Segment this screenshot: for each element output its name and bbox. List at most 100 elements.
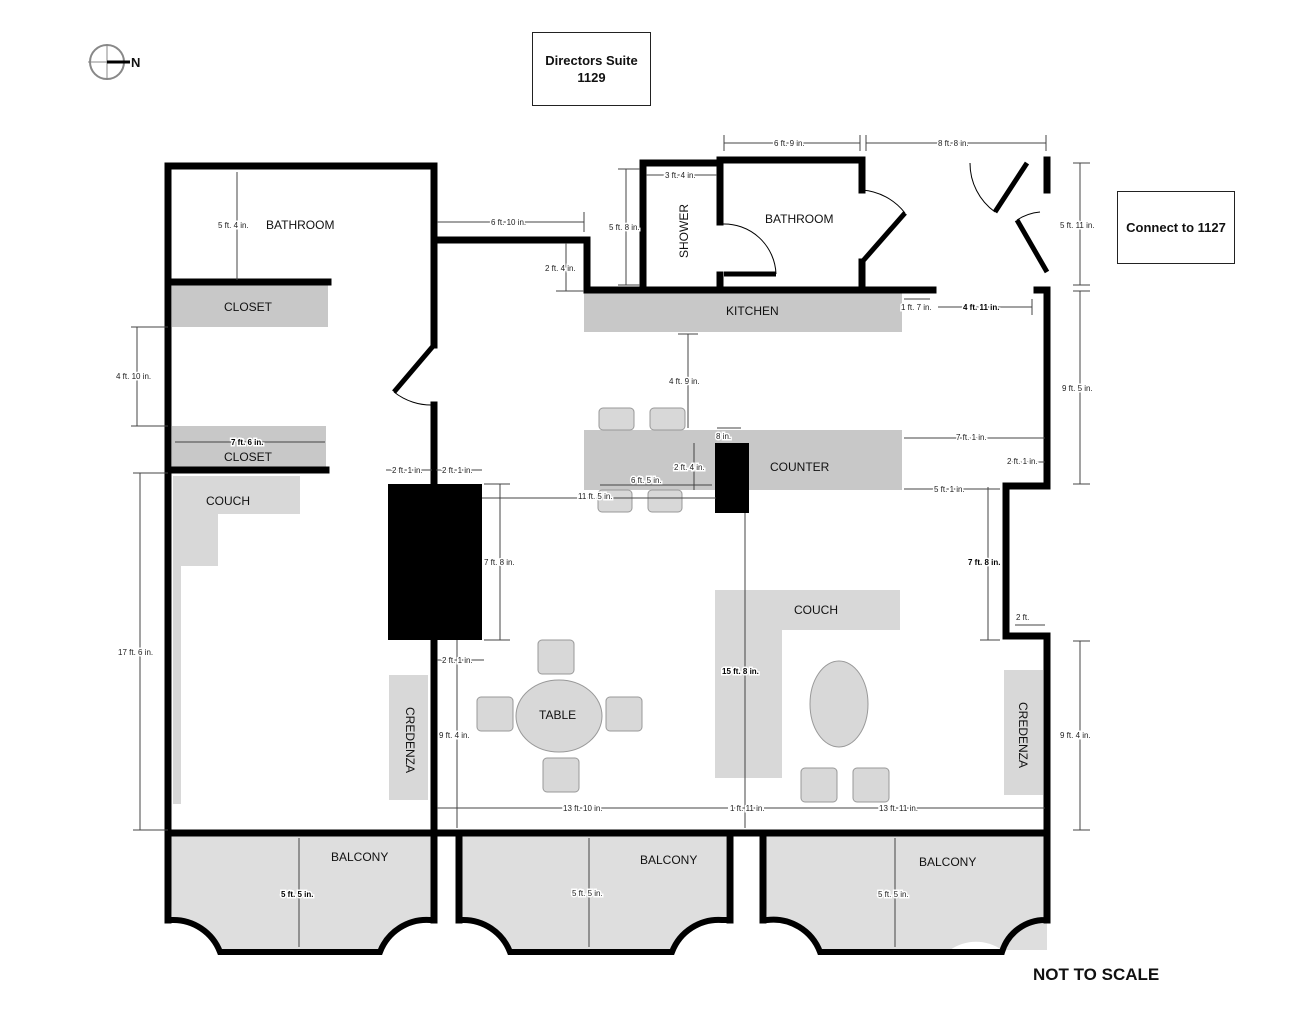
credenza-right-shape	[1004, 670, 1043, 795]
dim-label: 9 ft. 4 in.	[1060, 731, 1091, 740]
wall-hall	[430, 236, 591, 294]
chair	[605, 696, 643, 732]
wall-outer-left	[164, 162, 438, 924]
dim-label: 5 ft. 1 in.	[934, 485, 965, 494]
compass-north-label: N	[131, 55, 141, 70]
label-couch-left: COUCH	[206, 494, 250, 508]
door-entry-right-swing	[1016, 211, 1041, 221]
dim-label: 6 ft. 10 in.	[491, 218, 526, 227]
balcony-outlines	[168, 835, 1050, 955]
label-balcony-3: BALCONY	[919, 855, 976, 869]
suite-title-box: Directors Suite 1129	[532, 32, 651, 106]
not-to-scale-note: NOT TO SCALE	[1033, 965, 1160, 984]
door-entry-right-leaf	[1014, 218, 1050, 274]
dim-label: 17 ft. 6 in.	[118, 648, 153, 657]
dim-label: 2 ft.	[1016, 613, 1029, 622]
dim-label: 4 ft. 11 in.	[963, 303, 999, 312]
pillars	[388, 443, 749, 640]
balcony-2-outline	[459, 916, 730, 955]
stool	[647, 489, 683, 513]
balcony-floors	[170, 836, 1047, 950]
label-counter: COUNTER	[770, 460, 830, 474]
furniture	[173, 407, 1043, 804]
label-balcony-2: BALCONY	[640, 853, 697, 867]
closet-top-shape	[172, 285, 328, 327]
label-closet-top: CLOSET	[224, 300, 273, 314]
dim-label: 13 ft. 11 in.	[879, 804, 918, 813]
chair	[542, 757, 580, 793]
dim-label: 5 ft. 5 in.	[878, 890, 909, 899]
dim-label: 6 ft. 5 in.	[631, 476, 662, 485]
label-bathroom-left: BATHROOM	[266, 218, 334, 232]
wall-shower	[639, 159, 724, 294]
dimension-labels: 5 ft. 4 in. 4 ft. 10 in. 7 ft. 6 in. 17 …	[115, 138, 1097, 901]
room-labels: BATHROOM CLOSET CLOSET COUCH SHOWER BATH…	[206, 204, 1030, 869]
dim-label: 2 ft. 4 in.	[545, 264, 576, 273]
couch-left-side	[173, 476, 181, 804]
coffee-table-shape	[809, 660, 869, 748]
connect-box: Connect to 1127	[1117, 191, 1235, 264]
balcony-2-floor	[459, 836, 726, 950]
dim-label: 15 ft. 8 in.	[722, 667, 759, 676]
compass-icon	[88, 44, 130, 80]
dim-label: 9 ft. 5 in.	[1062, 384, 1093, 393]
dim-label: 7 ft. 8 in.	[968, 558, 1000, 567]
dim-label: 1 ft. 7 in.	[901, 303, 932, 312]
pillar-main	[388, 484, 482, 640]
dim-label: 5 ft. 5 in.	[572, 889, 603, 898]
wall-outer-right	[1002, 286, 1051, 924]
dim-label: 11 ft. 5 in.	[578, 492, 613, 501]
label-bathroom-right: BATHROOM	[765, 212, 833, 226]
pillar-counter	[715, 443, 749, 513]
dim-label: 5 ft. 8 in.	[609, 223, 640, 232]
label-kitchen: KITCHEN	[726, 304, 779, 318]
kitchen-shape	[584, 291, 902, 332]
stool	[597, 489, 633, 513]
doors	[392, 161, 1050, 406]
dim-label: 5 ft. 4 in.	[218, 221, 249, 230]
dim-label: 7 ft. 1 in.	[956, 433, 987, 442]
dim-label: 13 ft. 10 in.	[563, 804, 603, 813]
dim-label: 8 ft. 8 in.	[938, 139, 969, 148]
balcony-3-outline	[763, 835, 1050, 955]
label-balcony-1: BALCONY	[331, 850, 388, 864]
door-entry-left-leaf	[992, 161, 1030, 214]
dim-label: 2 ft. 1 in.	[442, 466, 473, 475]
label-table: TABLE	[539, 708, 576, 722]
balcony-1-floor	[170, 836, 433, 950]
dim-label: 9 ft. 4 in.	[439, 731, 470, 740]
suite-title: Directors Suite	[545, 53, 638, 68]
connect-label: Connect to 1127	[1126, 220, 1226, 235]
dim-label: 2 ft. 4 in.	[674, 463, 705, 472]
dim-label: 5 ft. 11 in.	[1060, 221, 1095, 230]
dim-label: 1 ft. 11 in.	[730, 804, 765, 813]
door-entry-left-swing	[969, 162, 996, 213]
balcony-1-outline	[168, 916, 436, 955]
dim-label: 2 ft. 1 in.	[1007, 457, 1038, 466]
fixtures	[172, 285, 902, 490]
dim-label: 3 ft. 4 in.	[665, 171, 696, 180]
dimension-lines	[131, 135, 1090, 947]
dim-label: 7 ft. 6 in.	[231, 438, 263, 447]
dim-label: 2 ft. 1 in.	[392, 466, 423, 475]
chair	[852, 767, 890, 803]
label-credenza-right: CREDENZA	[1016, 702, 1030, 768]
table-shape	[515, 679, 603, 753]
stool	[649, 407, 686, 431]
suite-number: 1129	[577, 70, 606, 85]
dim-label: 6 ft. 9 in.	[774, 139, 805, 148]
dim-label: 5 ft. 5 in.	[281, 890, 313, 899]
chair	[800, 767, 838, 803]
label-shower: SHOWER	[677, 204, 691, 258]
door-bath2-leaf	[860, 211, 907, 264]
dim-label: 8 in.	[716, 432, 731, 441]
door-bath2-swing	[861, 189, 906, 214]
stool	[598, 407, 635, 431]
balcony-3-floor	[763, 836, 1047, 950]
dim-label: 4 ft. 9 in.	[669, 377, 700, 386]
closet-bottom-shape	[172, 426, 326, 469]
door-closet-leaf	[392, 343, 436, 394]
dim-label: 2 ft. 1 in.	[442, 656, 473, 665]
label-closet-bottom: CLOSET	[224, 450, 273, 464]
